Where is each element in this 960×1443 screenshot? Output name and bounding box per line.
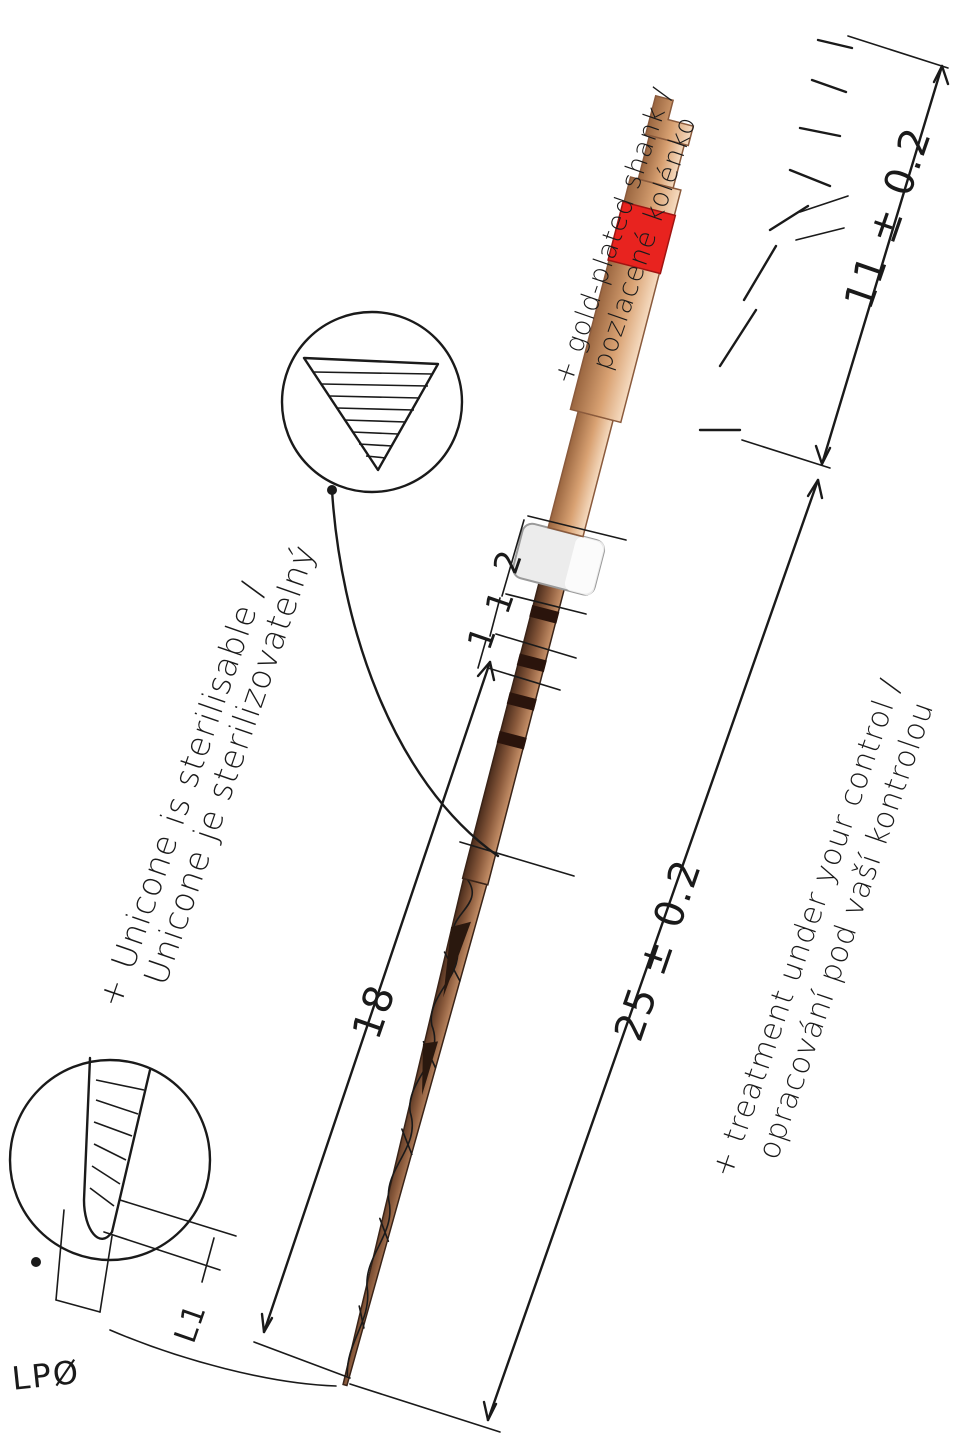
- dimension-working-part: [253, 660, 575, 1379]
- tip-detail: [8, 1056, 337, 1387]
- cross-section-detail: [280, 310, 500, 858]
- depth-mark: [506, 692, 537, 711]
- endodontic-file: [342, 94, 695, 1387]
- depth-mark: [496, 730, 527, 750]
- section-hatching: [313, 371, 433, 459]
- red-size-ring: [607, 201, 677, 275]
- shadow-strokes: [698, 38, 854, 432]
- dim-label-tip-diameter: LPØ: [10, 1352, 82, 1398]
- tip-hatching: [89, 1079, 145, 1207]
- dimension-shank: [741, 35, 950, 469]
- depth-mark: [516, 653, 547, 673]
- dimension-total: [349, 478, 824, 1433]
- depth-mark: [529, 605, 560, 624]
- gold-shank: [547, 94, 695, 538]
- dimension-marks: [477, 515, 627, 691]
- spiral-working-part: [342, 877, 488, 1387]
